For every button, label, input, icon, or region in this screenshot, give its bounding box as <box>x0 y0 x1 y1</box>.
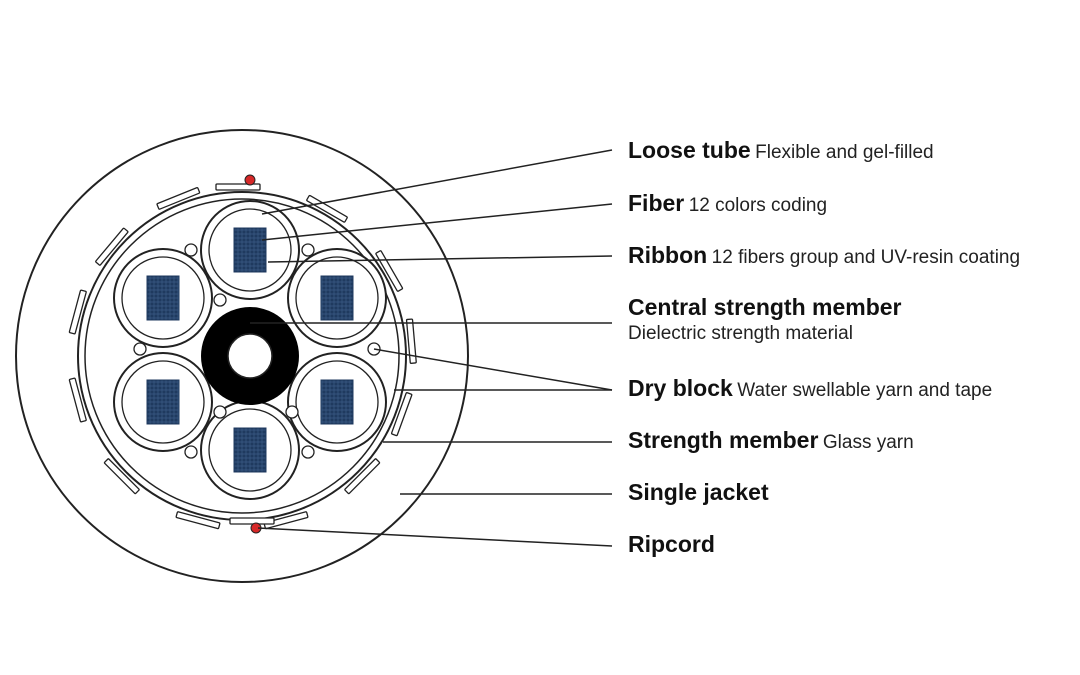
core-inner-ring <box>84 198 400 514</box>
strength-member-pad <box>103 458 140 495</box>
label-strength-member-title: Strength member <box>628 427 819 453</box>
label-strength-member: Strength member Glass yarn <box>628 427 914 454</box>
loose-tube-inner-wall <box>121 256 205 340</box>
dry-block-yarn <box>285 405 299 419</box>
label-loose-tube: Loose tube Flexible and gel-filled <box>628 137 934 164</box>
label-central-strength-member-desc: Dielectric strength material <box>628 323 853 345</box>
label-single-jacket-title: Single jacket <box>628 479 769 505</box>
loose-tube-group <box>113 200 387 500</box>
central-strength-member-core <box>227 333 273 379</box>
label-ribbon-desc: 12 fibers group and UV-resin coating <box>711 247 1021 268</box>
strength-member-yarn <box>68 289 87 335</box>
fiber-ribbon <box>233 427 267 473</box>
strength-member-yarn <box>103 458 140 495</box>
strength-member-pad <box>175 511 221 530</box>
leader-line-ripcord <box>257 527 613 547</box>
dry-block-yarn <box>301 445 315 459</box>
leader-line-loose-tube <box>261 149 613 215</box>
strength-member-pad <box>344 458 381 495</box>
label-fiber-desc: 12 colors coding <box>688 195 828 216</box>
label-fiber-title: Fiber <box>628 190 685 216</box>
loose-tube-inner-wall <box>121 360 205 444</box>
label-fiber: Fiber 12 colors coding <box>628 190 827 217</box>
label-single-jacket: Single jacket <box>628 479 769 505</box>
strength-member-group <box>68 187 417 530</box>
strength-member-pad <box>156 187 201 210</box>
fiber-ribbon <box>233 227 267 273</box>
strength-member-pad <box>68 377 87 423</box>
label-ribbon-title: Ribbon <box>628 242 708 268</box>
fiber-ribbon <box>320 379 354 425</box>
leader-line-dry-block-1 <box>373 348 613 391</box>
strength-member-yarn <box>95 227 129 266</box>
fiber-ribbon <box>320 275 354 321</box>
strength-member-yarn <box>306 194 348 223</box>
dry-block-yarn <box>184 243 198 257</box>
label-ripcord-title: Ripcord <box>628 531 715 557</box>
strength-member-yarn <box>405 318 417 364</box>
strength-member-yarn <box>156 187 201 210</box>
strength-member-yarn <box>375 250 404 292</box>
loose-tube-inner-wall <box>295 256 379 340</box>
label-dry-block-desc: Water swellable yarn and tape <box>737 380 993 401</box>
label-ripcord: Ripcord <box>628 531 715 557</box>
label-central-strength-member-title: Central strength member <box>628 294 902 320</box>
fiber-ribbon <box>146 379 180 425</box>
strength-member-pad <box>95 227 129 266</box>
ripcord-bar-bottom <box>229 517 275 525</box>
strength-member-pad <box>390 392 413 437</box>
label-dry-block: Dry block Water swellable yarn and tape <box>628 375 992 402</box>
dry-block-yarn <box>213 405 227 419</box>
ripcord-bar-top <box>215 183 261 191</box>
loose-tube-inner-wall <box>208 208 292 292</box>
fiber-ribbon <box>146 275 180 321</box>
leader-line-ribbon <box>267 255 613 263</box>
strength-member-yarn <box>390 392 413 437</box>
strength-member-yarn <box>263 511 309 530</box>
ripcord-top <box>244 174 256 186</box>
dry-block-yarn <box>133 342 147 356</box>
strength-member-pad <box>68 289 87 335</box>
loose-tube-inner-wall <box>208 408 292 492</box>
dry-block-yarn <box>184 445 198 459</box>
strength-member-yarn <box>68 377 87 423</box>
label-strength-member-desc: Glass yarn <box>822 432 914 453</box>
leader-line-fiber <box>261 203 613 241</box>
label-dry-block-title: Dry block <box>628 375 733 401</box>
loose-tube-inner-wall <box>295 360 379 444</box>
dry-block-yarn <box>301 243 315 257</box>
strength-member-pad <box>375 250 404 292</box>
strength-member-yarn <box>344 458 381 495</box>
strength-member-yarn <box>175 511 221 530</box>
dry-block-yarn <box>213 293 227 307</box>
label-central-strength-member: Central strength member Dielectric stren… <box>628 294 902 345</box>
label-loose-tube-desc: Flexible and gel-filled <box>755 142 934 163</box>
label-loose-tube-title: Loose tube <box>628 137 751 163</box>
strength-member-pad <box>405 318 417 364</box>
label-ribbon: Ribbon 12 fibers group and UV-resin coat… <box>628 242 1020 269</box>
strength-member-pad <box>263 511 309 530</box>
strength-member-pad <box>306 194 348 223</box>
